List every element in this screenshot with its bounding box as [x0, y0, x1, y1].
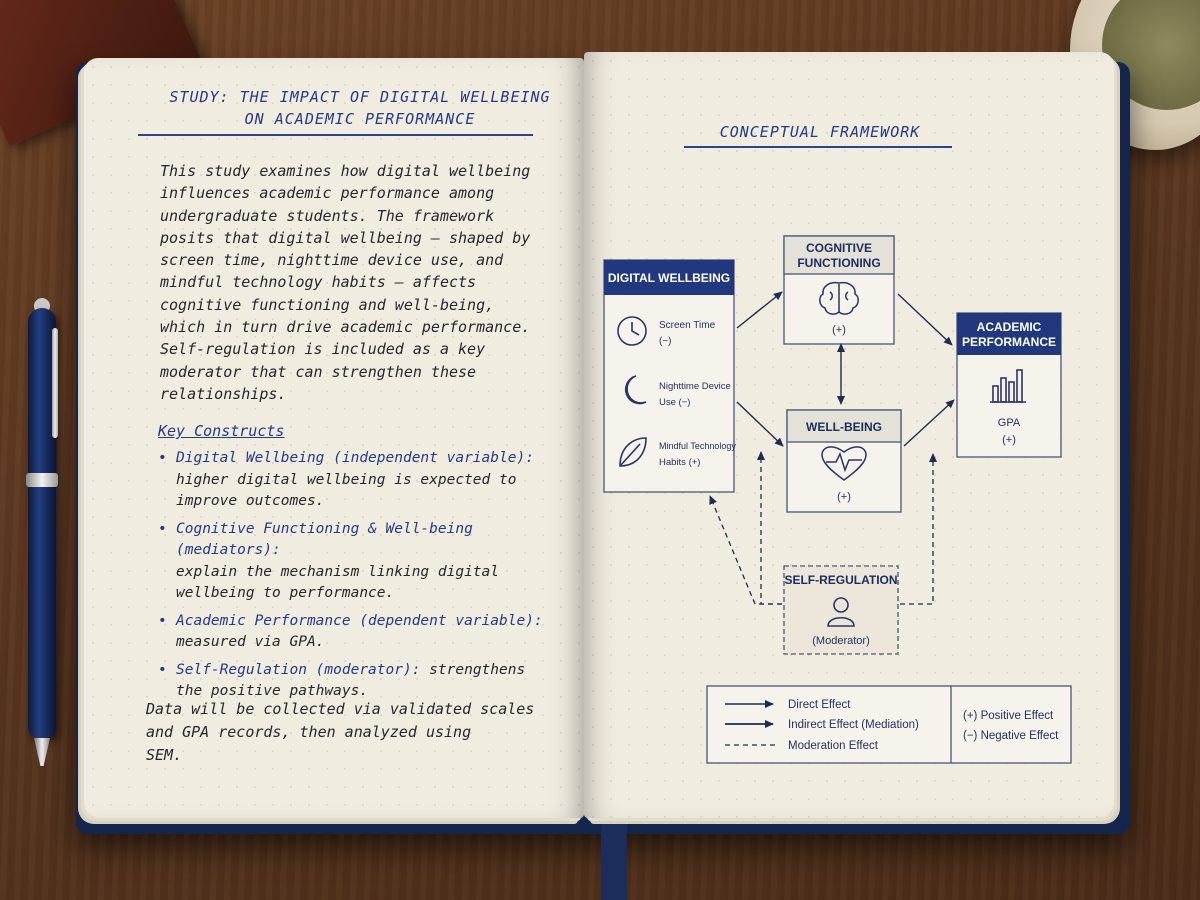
direct-arrows [736, 291, 955, 447]
bullet-icon: • [158, 661, 167, 678]
dw-item-label: Habits (+) [659, 457, 700, 468]
outro-line: SEM. [146, 746, 183, 764]
bar-chart-icon [990, 369, 1026, 403]
study-title-line-2: ON ACADEMIC PERFORMANCE [244, 110, 476, 128]
construct-term: Self-Regulation (moderator): [176, 661, 421, 678]
cognitive-functioning-box: COGNITIVE FUNCTIONING (+) [783, 235, 895, 345]
dw-item-label: Screen Time [659, 320, 716, 331]
gpa-label: GPA [998, 417, 1021, 429]
left-page [84, 58, 584, 818]
cognitive-header-2: FUNCTIONING [797, 256, 880, 270]
digital-wellbeing-box: DIGITAL WELLBEING Screen Time (−) Nightt… [603, 259, 736, 493]
self-regulation-label: (Moderator) [812, 635, 869, 647]
study-title-line-1: STUDY: THE IMPACT OF DIGITAL WELLBEING [169, 88, 551, 106]
intro-line: which in turn drive academic performance… [160, 318, 531, 337]
cognitive-sign: (+) [832, 324, 846, 336]
heart-pulse-icon [821, 446, 867, 481]
intro-line: screen time, nighttime device use, and [160, 251, 504, 270]
self-regulation-box: SELF-REGULATION (Moderator) [783, 565, 899, 655]
legend-positive: (+) Positive Effect [963, 710, 1054, 722]
dw-item-label: Use (−) [659, 397, 690, 408]
framework-title: CONCEPTUAL FRAMEWORK [719, 123, 921, 141]
self-regulation-header: SELF-REGULATION [784, 573, 897, 587]
pen-body [28, 308, 56, 738]
clock-icon [617, 316, 647, 346]
intro-line: moderator that can strengthen these [160, 362, 477, 381]
construct-desc: higher digital wellbeing is expected to [176, 471, 517, 488]
dw-item-label: Nighttime Device [659, 381, 731, 392]
pen-tip [34, 738, 50, 766]
bullet-icon: • [158, 520, 167, 537]
intro-line: influences academic performance among [160, 184, 495, 203]
intro-paragraph: This study examines how digital wellbein… [160, 160, 560, 405]
legend-indirect: Indirect Effect (Mediation) [788, 719, 919, 731]
outro-paragraph: Data will be collected via validated sca… [146, 698, 546, 767]
cognitive-header-1: COGNITIVE [806, 241, 872, 255]
construct-item-self-regulation: • Self-Regulation (moderator): strengthe… [158, 660, 558, 703]
construct-item-digital-wellbeing: • Digital Wellbeing (independent variabl… [158, 448, 558, 513]
framework-title-underline [684, 146, 952, 148]
well-being-header: WELL-BEING [806, 420, 882, 434]
intro-line: This study examines how digital wellbein… [160, 162, 531, 180]
moderation-arrows [709, 451, 937, 605]
academic-header-1: ACADEMIC [977, 320, 1042, 334]
key-constructs-heading: Key Constructs [158, 422, 285, 440]
title-underline [138, 134, 533, 136]
academic-header-2: PERFORMANCE [962, 335, 1056, 349]
digital-wellbeing-header: DIGITAL WELLBEING [608, 271, 730, 285]
construct-desc: improve outcomes. [176, 493, 325, 509]
pen-band [26, 473, 58, 487]
dw-item-label: (−) [659, 336, 672, 347]
academic-performance-box: ACADEMIC PERFORMANCE GPA (+) [956, 312, 1062, 458]
construct-term: Academic Performance (dependent variable… [176, 612, 543, 629]
intro-line: mindful technology habits — affects [160, 273, 477, 292]
construct-desc: strengthens [429, 661, 526, 678]
moon-icon [624, 375, 647, 405]
fountain-pen [22, 298, 64, 768]
construct-desc: measured via GPA. [176, 634, 325, 650]
constructs-list: • Digital Wellbeing (independent variabl… [158, 448, 558, 709]
intro-line: Self-regulation is included as a key [160, 340, 486, 359]
well-being-sign: (+) [837, 491, 851, 503]
legend-negative: (−) Negative Effect [963, 730, 1059, 742]
construct-desc: explain the mechanism linking digital [176, 563, 500, 580]
construct-desc: the positive pathways. [176, 683, 369, 699]
intro-line: cognitive functioning and well-being, [160, 295, 495, 314]
study-title: STUDY: THE IMPACT OF DIGITAL WELLBEING O… [160, 86, 560, 130]
brain-icon [819, 281, 859, 315]
construct-term: Digital Wellbeing (independent variable)… [176, 450, 534, 466]
construct-desc: wellbeing to performance. [176, 585, 395, 601]
bookmark-ribbon [601, 815, 627, 900]
academic-sign: (+) [1002, 434, 1016, 446]
person-icon [827, 597, 855, 627]
legend: Direct Effect Indirect Effect (Mediation… [706, 685, 1072, 764]
legend-moderation: Moderation Effect [788, 740, 879, 752]
outro-line: Data will be collected via validated sca… [146, 700, 535, 718]
construct-term: Cognitive Functioning & Well-being (medi… [176, 520, 473, 559]
dw-item-label: Mindful Technology [659, 441, 736, 451]
construct-item-academic-performance: • Academic Performance (dependent variab… [158, 611, 558, 654]
intro-line: posits that digital wellbeing — shaped b… [160, 228, 531, 247]
intro-line: undergraduate students. The framework [160, 206, 495, 225]
well-being-box: WELL-BEING (+) [786, 409, 902, 513]
construct-item-mediators: • Cognitive Functioning & Well-being (me… [158, 519, 558, 605]
bullet-icon: • [158, 450, 167, 466]
legend-direct: Direct Effect [788, 699, 851, 711]
bullet-icon: • [158, 612, 167, 629]
intro-line: relationships. [160, 384, 287, 403]
pen-clip [52, 328, 58, 438]
outro-line: and GPA records, then analyzed using [146, 723, 472, 741]
leaf-icon [619, 437, 647, 467]
